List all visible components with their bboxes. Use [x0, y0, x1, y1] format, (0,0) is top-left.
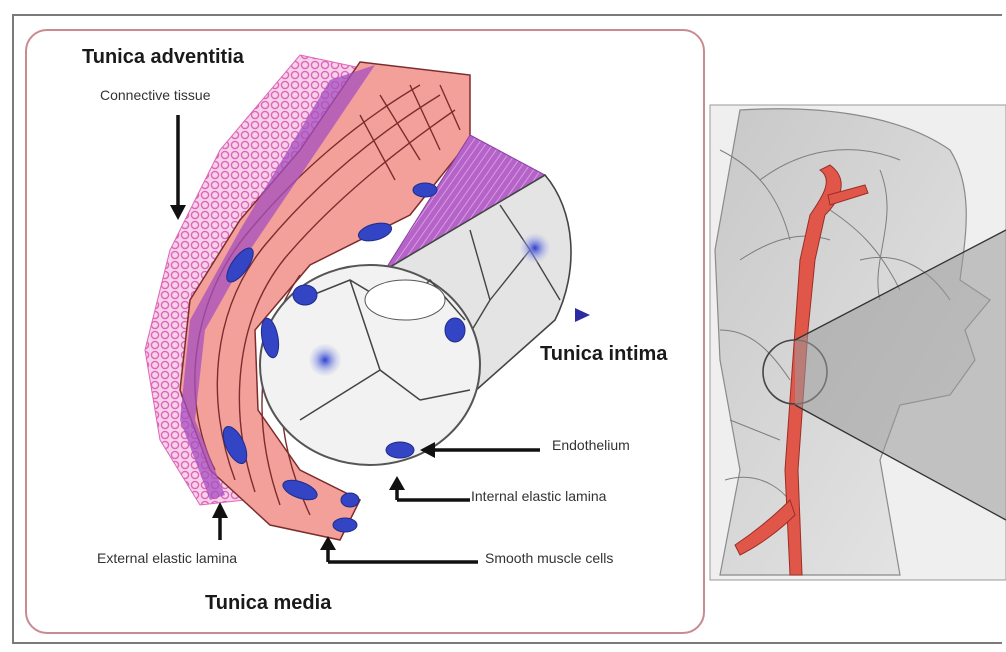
label-internal-elastic-lamina: Internal elastic lamina	[471, 488, 606, 504]
label-endothelium: Endothelium	[552, 437, 630, 453]
label-external-elastic-lamina: External elastic lamina	[97, 550, 237, 566]
endothelial-nucleus	[309, 344, 341, 376]
label-tunica-media: Tunica media	[205, 592, 331, 615]
lumen-hole	[365, 280, 445, 320]
label-tunica-intima: Tunica intima	[540, 343, 667, 366]
label-tunica-adventitia: Tunica adventitia	[82, 46, 244, 69]
endothelial-nucleus-2	[520, 233, 550, 263]
label-connective-tissue: Connective tissue	[100, 87, 211, 103]
label-smooth-muscle-cells: Smooth muscle cells	[485, 550, 613, 566]
pointer-marker	[575, 308, 590, 322]
